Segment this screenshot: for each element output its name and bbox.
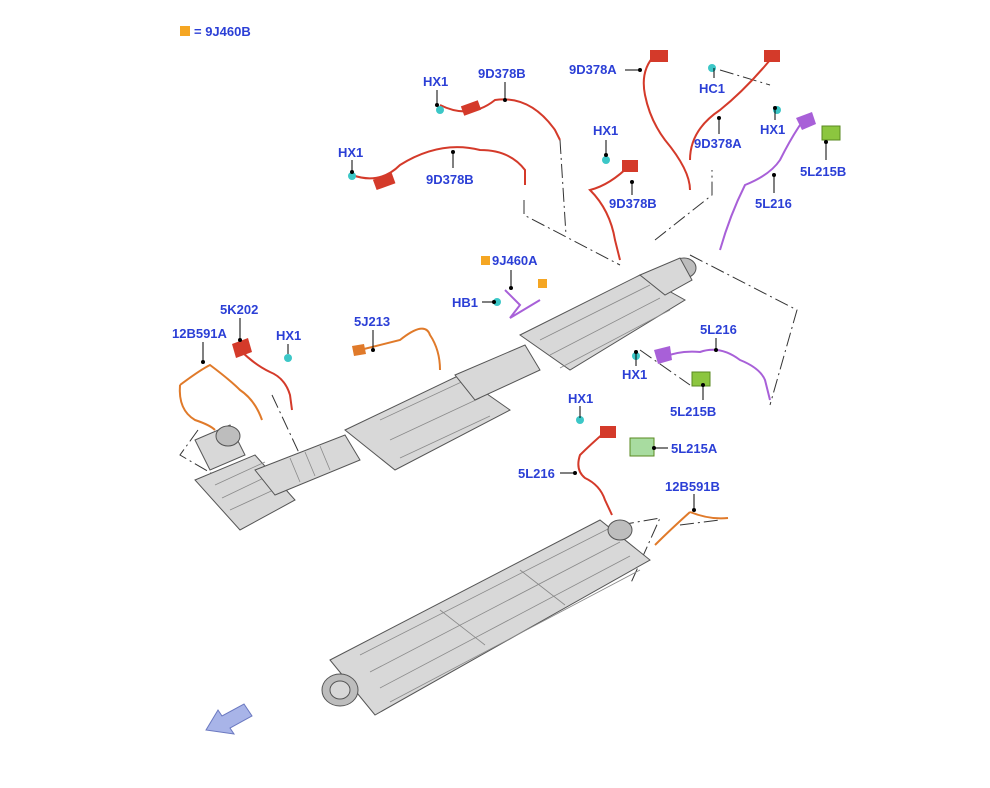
label-5l216: 5L216 xyxy=(700,322,737,337)
label-5l215b: 5L215B xyxy=(670,404,716,419)
leader-lines xyxy=(201,68,828,512)
scr-body xyxy=(329,519,651,716)
label-9d378a: 9D378A xyxy=(694,136,742,151)
harness-12b591b xyxy=(654,511,729,546)
label-hx1: HX1 xyxy=(622,367,647,382)
label-hx1: HX1 xyxy=(276,328,301,343)
label-5k202: 5K202 xyxy=(220,302,258,317)
label-5j213: 5J213 xyxy=(354,314,390,329)
clip-icon xyxy=(602,156,610,164)
label-hx1: HX1 xyxy=(593,123,618,138)
label-9j460a: 9J460A xyxy=(492,253,538,268)
connector-green xyxy=(691,371,711,387)
clips xyxy=(284,64,781,424)
clip-icon xyxy=(284,354,292,362)
label-9d378a: 9D378A xyxy=(569,62,617,77)
label-hx1: HX1 xyxy=(423,74,448,89)
clip-icon xyxy=(493,298,501,306)
ref-line xyxy=(271,394,301,456)
lower-scr-assembly xyxy=(321,519,651,716)
label-12b591a: 12B591A xyxy=(172,326,228,341)
scr-inlet-flange xyxy=(607,519,633,541)
label-hb1: HB1 xyxy=(452,295,478,310)
marker-9j460b-square xyxy=(538,279,547,288)
connector-orange xyxy=(352,344,366,356)
ref-line xyxy=(523,200,621,266)
harness-9d378a-center xyxy=(642,54,691,191)
ref-line xyxy=(619,517,661,586)
harness-12b591a xyxy=(179,363,263,421)
ref-line xyxy=(689,254,798,406)
legend-swatch xyxy=(180,26,190,36)
dpf-body xyxy=(519,274,686,371)
label-hx1: HX1 xyxy=(338,145,363,160)
label-hx1: HX1 xyxy=(568,391,593,406)
part-labels: HX1 9D378B 9D378A HC1 HX1 9D378B HX1 9D3… xyxy=(172,62,846,494)
connector-red xyxy=(460,100,482,116)
harness-5l216-lower xyxy=(577,431,613,516)
mid-pipe xyxy=(454,344,541,401)
harness-5k202 xyxy=(239,349,293,411)
connector-green xyxy=(629,437,655,457)
harness-5l216-upper xyxy=(719,124,801,251)
connector-red xyxy=(372,172,396,191)
ref-line xyxy=(654,170,713,241)
clip-icon xyxy=(348,172,356,180)
ref-line xyxy=(719,69,771,86)
harness-9d378b-top xyxy=(439,98,561,141)
marker-9j460a-square xyxy=(481,256,490,265)
label-9d378b: 9D378B xyxy=(478,66,526,81)
connector-red xyxy=(764,50,780,62)
harness-9d378a-right xyxy=(689,59,771,161)
flex-pipe xyxy=(254,434,361,496)
connector-red xyxy=(622,160,638,172)
label-5l216: 5L216 xyxy=(755,196,792,211)
scr-outlet-bore xyxy=(329,680,351,700)
harness-12b591a-branch xyxy=(178,384,216,431)
legend: = 9J460B xyxy=(180,24,251,39)
harness-9d378b-center xyxy=(588,164,631,261)
clip-icon xyxy=(436,106,444,114)
reference-lines xyxy=(179,69,798,586)
legend-text: = 9J460B xyxy=(194,24,251,39)
label-5l215a: 5L215A xyxy=(671,441,718,456)
connector-red xyxy=(600,426,616,438)
clip-icon xyxy=(576,416,584,424)
harness-9j460a xyxy=(504,289,541,319)
label-5l215b: 5L215B xyxy=(800,164,846,179)
clip-icon xyxy=(708,64,716,72)
doc-rib xyxy=(379,377,491,459)
outlet-pipe xyxy=(639,257,693,296)
dpf-rib xyxy=(539,284,671,369)
inlet-flange xyxy=(215,425,241,447)
ref-line xyxy=(639,349,691,386)
harness-5l216-mid xyxy=(659,348,771,401)
harnesses xyxy=(178,50,841,546)
upper-exhaust-assembly xyxy=(194,257,697,531)
label-9d378b: 9D378B xyxy=(609,196,657,211)
connector-red xyxy=(232,338,252,358)
label-hc1: HC1 xyxy=(699,81,725,96)
ref-line xyxy=(679,519,721,526)
connector-green xyxy=(821,125,841,141)
ref-line xyxy=(559,139,567,236)
label-5l216: 5L216 xyxy=(518,466,555,481)
scr-rib xyxy=(359,527,641,703)
flex-rib xyxy=(289,445,331,483)
label-12b591b: 12B591B xyxy=(665,479,720,494)
front-direction-arrow-icon xyxy=(205,703,253,735)
harness-5j213 xyxy=(359,327,441,371)
harness-9d378b-left xyxy=(351,146,526,185)
label-9d378b: 9D378B xyxy=(426,172,474,187)
connector-purple xyxy=(654,346,672,364)
scr-band xyxy=(439,569,566,646)
connector-red xyxy=(650,50,668,62)
connector-purple xyxy=(796,112,816,130)
label-hx1: HX1 xyxy=(760,122,785,137)
